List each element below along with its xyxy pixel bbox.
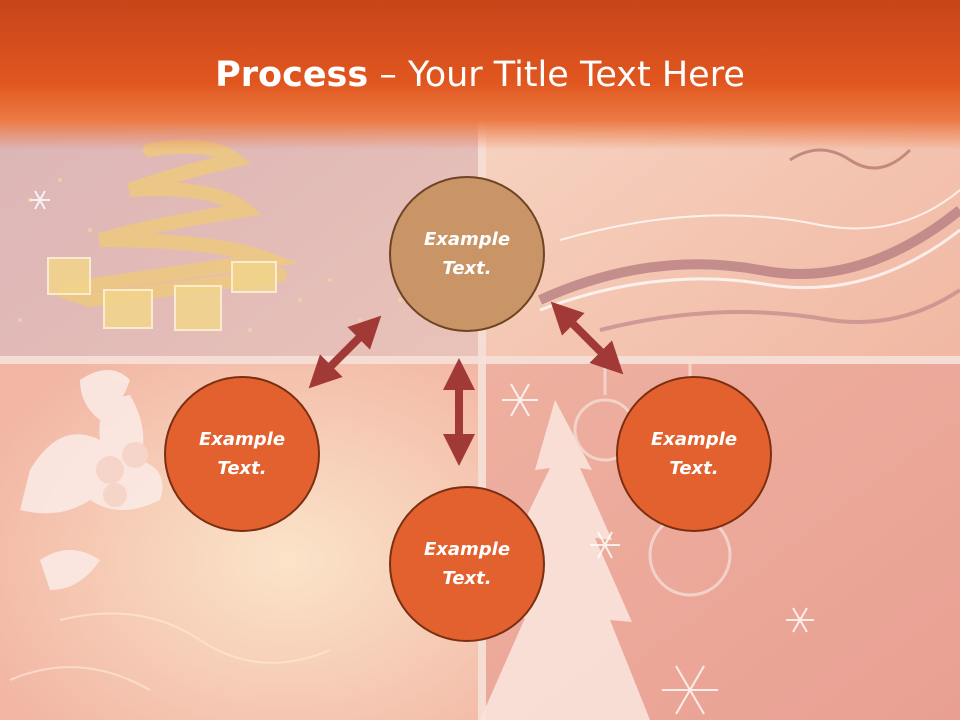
node-bottom-label: Example Text. <box>423 539 511 589</box>
slide-title: Process – Your Title Text Here <box>0 50 960 100</box>
process-node-bottom[interactable]: Example Text. <box>389 486 545 642</box>
node-top-label: Example Text. <box>423 229 511 279</box>
snowflake-icon <box>30 190 814 715</box>
title-rest: – Your Title Text Here <box>368 55 745 95</box>
christmas-tree-icon <box>480 400 650 720</box>
process-node-left[interactable]: Example Text. <box>164 376 320 532</box>
node-left-label: Example Text. <box>198 429 286 479</box>
arrow-top-left <box>308 315 382 389</box>
gift-box-icon <box>47 257 277 331</box>
holly-icon <box>20 370 163 590</box>
title-bold: Process <box>215 55 369 95</box>
arrow-top-right <box>550 301 624 375</box>
process-node-top[interactable]: Example Text. <box>389 176 545 332</box>
process-node-right[interactable]: Example Text. <box>616 376 772 532</box>
title-bar <box>0 0 960 150</box>
node-right-label: Example Text. <box>650 429 738 479</box>
